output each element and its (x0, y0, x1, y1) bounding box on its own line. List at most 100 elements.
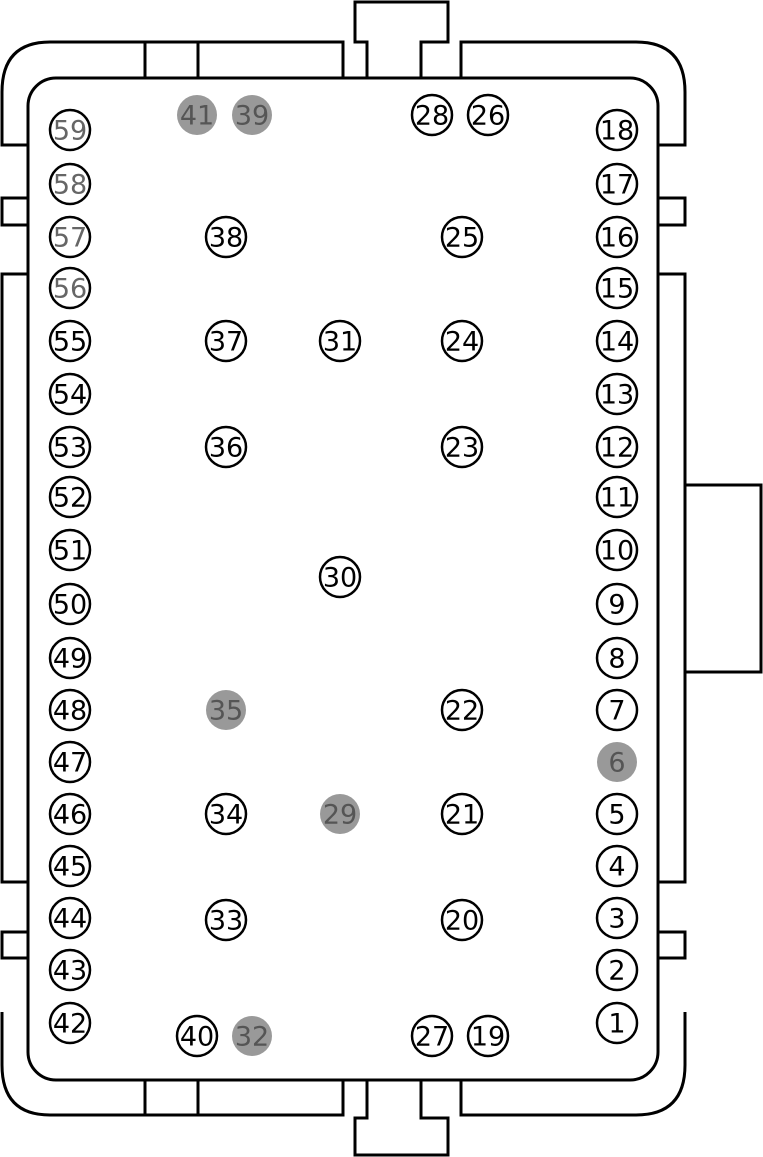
pin-30: 30 (318, 555, 362, 599)
pin-label: 59 (53, 116, 87, 147)
pin-54: 54 (48, 372, 92, 416)
pin-21: 21 (440, 792, 484, 836)
pin-label: 16 (600, 223, 634, 254)
pin-24: 24 (440, 319, 484, 363)
pin-51: 51 (48, 528, 92, 572)
top-latch (353, 0, 450, 80)
pin-circle (48, 215, 92, 259)
pin-42: 42 (48, 1001, 92, 1045)
pin-59: 59 (48, 108, 92, 152)
pin-circle (48, 896, 92, 940)
pin-circle (440, 792, 484, 836)
pin-circle (48, 266, 92, 310)
pin-label: 53 (53, 433, 87, 464)
pin-label: 5 (608, 800, 625, 831)
pin-36: 36 (204, 425, 248, 469)
pin-circle (440, 215, 484, 259)
pin-label: 51 (53, 536, 87, 567)
pin-circle (48, 844, 92, 888)
pin-circle (595, 528, 639, 572)
pin-label: 35 (209, 696, 243, 727)
pin-label: 40 (180, 1022, 214, 1053)
pin-circle (595, 266, 639, 310)
pin-label: 12 (600, 433, 634, 464)
pin-label: 30 (323, 563, 357, 594)
pin-label: 2 (608, 956, 625, 987)
pin-label: 19 (471, 1022, 505, 1053)
pin-44: 44 (48, 896, 92, 940)
pin-13: 13 (595, 372, 639, 416)
pin-48: 48 (48, 688, 92, 732)
pin-circle (595, 636, 639, 680)
pin-38: 38 (204, 215, 248, 259)
pin-41: 41 (177, 95, 217, 135)
pin-29: 29 (320, 794, 360, 834)
pin-33: 33 (204, 898, 248, 942)
pin-circle (48, 528, 92, 572)
pin-circle (595, 215, 639, 259)
pin-52: 52 (48, 475, 92, 519)
pin-circle (48, 636, 92, 680)
pin-label: 50 (53, 590, 87, 621)
pin-circle (440, 425, 484, 469)
pin-label: 29 (323, 800, 357, 831)
pin-label: 49 (53, 644, 87, 675)
pin-50: 50 (48, 582, 92, 626)
pin-label: 39 (235, 101, 269, 132)
pin-circle (595, 844, 639, 888)
pin-label: 24 (445, 327, 479, 358)
right-rail (656, 272, 687, 884)
pin-19: 19 (466, 1014, 510, 1058)
pin-47: 47 (48, 740, 92, 784)
pin-label: 44 (53, 904, 87, 935)
pin-circle (320, 794, 360, 834)
pin-circle (48, 792, 92, 836)
pin-circle (466, 1014, 510, 1058)
pin-label: 6 (608, 748, 625, 779)
pin-circle (48, 162, 92, 206)
pin-58: 58 (48, 162, 92, 206)
pin-label: 58 (53, 170, 87, 201)
pin-23: 23 (440, 425, 484, 469)
pin-label: 41 (180, 101, 214, 132)
pin-circle (204, 898, 248, 942)
pin-label: 31 (323, 327, 357, 358)
pin-circle (595, 1001, 639, 1045)
pin-circle (440, 319, 484, 363)
pins-layer: 1234567891011121314151617181920212223242… (48, 93, 639, 1058)
pin-49: 49 (48, 636, 92, 680)
pin-label: 21 (445, 800, 479, 831)
pin-label: 17 (600, 170, 634, 201)
pin-53: 53 (48, 425, 92, 469)
pin-label: 15 (600, 274, 634, 305)
pin-label: 55 (53, 327, 87, 358)
left-tab-lower (0, 930, 30, 960)
pin-label: 22 (445, 696, 479, 727)
pin-57: 57 (48, 215, 92, 259)
pin-5: 5 (595, 792, 639, 836)
pin-35: 35 (206, 690, 246, 730)
pin-17: 17 (595, 162, 639, 206)
pin-55: 55 (48, 319, 92, 363)
pin-circle (595, 582, 639, 626)
pin-1: 1 (595, 1001, 639, 1045)
pin-circle (48, 948, 92, 992)
pin-32: 32 (232, 1016, 272, 1056)
pin-circle (440, 898, 484, 942)
pin-label: 14 (600, 327, 634, 358)
pin-label: 32 (235, 1022, 269, 1053)
pin-label: 54 (53, 380, 87, 411)
pin-circle (204, 215, 248, 259)
pin-circle (48, 425, 92, 469)
pin-label: 28 (415, 101, 449, 132)
pin-27: 27 (410, 1014, 454, 1058)
right-tab-upper (656, 196, 687, 227)
pin-circle (318, 319, 362, 363)
pin-22: 22 (440, 688, 484, 732)
pin-label: 3 (608, 904, 625, 935)
pin-label: 36 (209, 433, 243, 464)
pin-43: 43 (48, 948, 92, 992)
pin-9: 9 (595, 582, 639, 626)
